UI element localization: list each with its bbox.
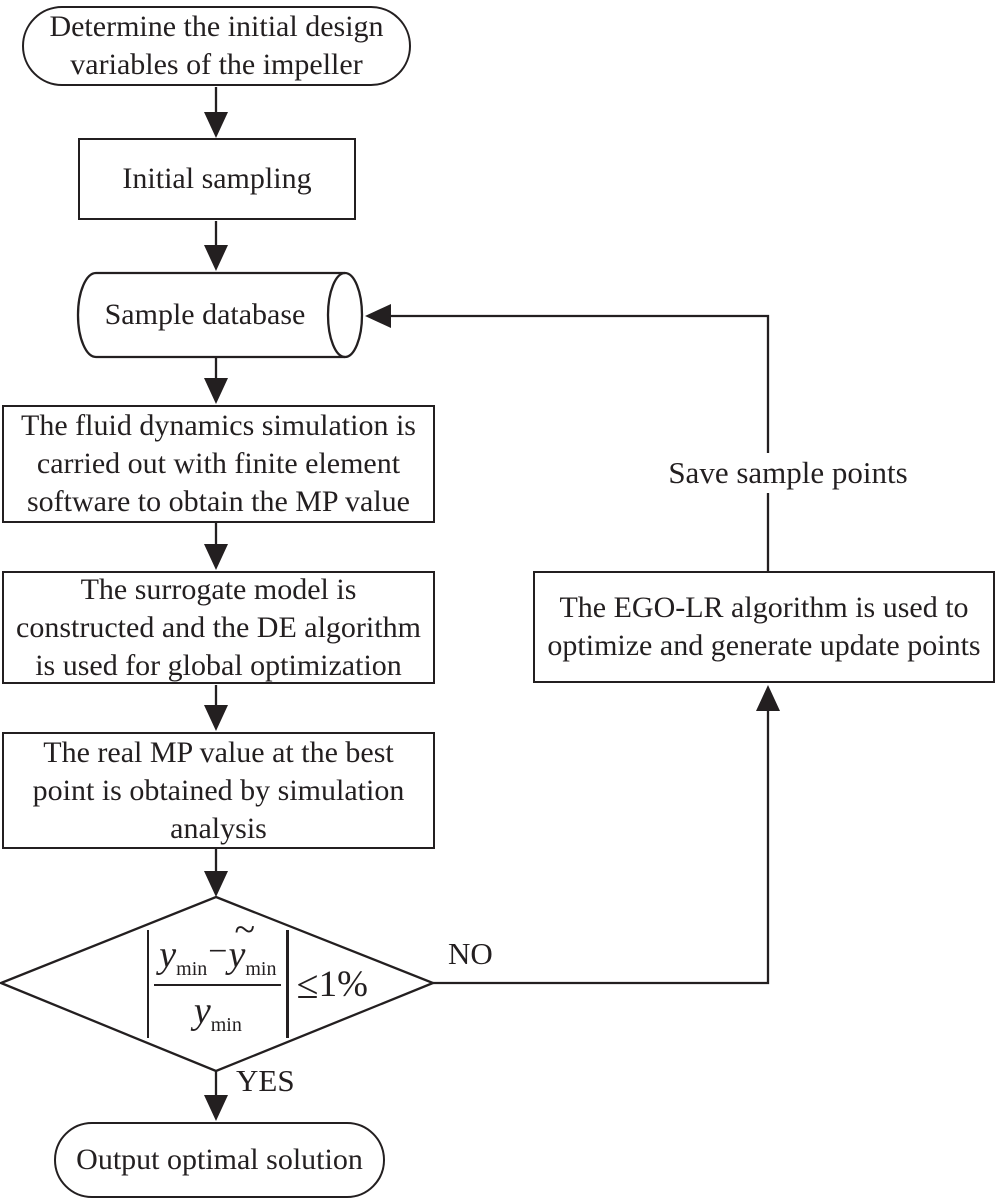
- node-real-mp: The real MP value at the best point is o…: [2, 732, 435, 849]
- node-output: Output optimal solution: [54, 1122, 385, 1198]
- formula-numerator: ymin−~ymin: [154, 909, 282, 986]
- y-min-real-base: y: [159, 933, 177, 976]
- edge-initial-sampling-to-sample-database: [204, 221, 228, 271]
- edge-label-no: NO: [448, 936, 493, 971]
- y-min-predicted-base: y: [228, 933, 246, 976]
- y-min-denominator-base: y: [193, 990, 211, 1032]
- sample-database-cylinder: [76, 271, 364, 359]
- decision-formula: ymin−~ymin ymin ≤ 1%: [134, 909, 378, 1046]
- node-start: Determine the initial design variables o…: [22, 6, 411, 86]
- formula-denominator: ymin: [194, 986, 242, 1037]
- formula-fraction: ymin−~ymin ymin: [152, 909, 283, 1037]
- abs-bar-right: [286, 930, 289, 1038]
- edge-surrogate-model-to-real-mp: [204, 685, 228, 731]
- tilde-accent: ~: [234, 908, 256, 951]
- abs-bar-left: [147, 930, 150, 1038]
- node-surrogate-model: The surrogate model is constructed and t…: [2, 571, 435, 684]
- edge-decision-to-output-yes: [204, 1071, 228, 1121]
- y-min-denominator-sub: min: [210, 1014, 242, 1037]
- y-min-real-sub: min: [176, 958, 208, 980]
- edge-start-to-initial-sampling: [204, 87, 228, 138]
- edge-label-yes: YES: [236, 1063, 295, 1098]
- edge-sample-database-to-fluid-simulation: [204, 358, 228, 404]
- y-min-predicted-sub: min: [245, 958, 277, 980]
- node-initial-sampling: Initial sampling: [78, 138, 356, 220]
- edge-decision-to-ego-lr-no: [433, 685, 780, 985]
- edge-real-mp-to-decision: [204, 846, 228, 897]
- edge-label-save-sample-points: Save sample points: [650, 453, 926, 493]
- threshold-value: 1%: [318, 963, 368, 1005]
- node-ego-lr: The EGO-LR algorithm is used to optimize…: [533, 571, 995, 683]
- node-fluid-simulation: The fluid dynamics simulation is carried…: [2, 405, 435, 523]
- y-min-predicted: ~ymin: [228, 909, 277, 981]
- leq-sign: ≤: [296, 961, 319, 1007]
- node-sample-database-label: Sample database: [104, 298, 306, 331]
- minus-sign: −: [208, 932, 228, 970]
- edge-fluid-simulation-to-surrogate-model: [204, 523, 228, 570]
